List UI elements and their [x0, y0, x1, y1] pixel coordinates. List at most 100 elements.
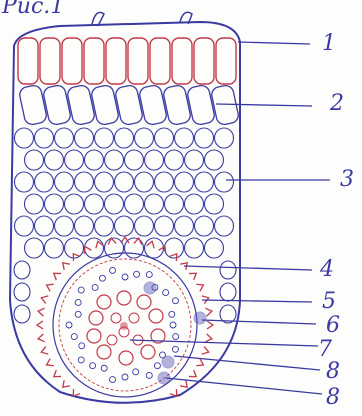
- epidermis-cell: [194, 38, 214, 84]
- cortex-cell: [55, 128, 74, 148]
- exodermis-layer: [18, 84, 239, 126]
- phloem-cell: [110, 377, 116, 383]
- xylem-vessel: [119, 351, 133, 365]
- phloem-cell: [71, 334, 77, 340]
- xylem-vessel: [89, 311, 103, 325]
- endodermis-cell: [45, 281, 54, 291]
- xylem-vessel: [137, 295, 151, 309]
- cortex-cell: [220, 283, 236, 301]
- xylem-vessel: [141, 345, 155, 359]
- cortex-cell: [155, 216, 174, 236]
- phloem-cell: [163, 290, 169, 296]
- phloem-cell: [75, 311, 81, 317]
- callout-number-3: 3: [340, 167, 354, 192]
- leader-line-1: [238, 42, 310, 44]
- xylem-vessel: [129, 313, 139, 323]
- phloem-group: [144, 282, 156, 294]
- leader-line-2: [216, 104, 312, 106]
- epidermis-cell: [40, 38, 60, 84]
- phloem-cell: [172, 298, 178, 304]
- endodermis-cell: [205, 307, 212, 316]
- endodermis-cell: [51, 270, 61, 280]
- endodermis-cell: [205, 334, 212, 343]
- cortex-cell: [65, 194, 84, 214]
- phloem-cell: [92, 284, 98, 290]
- endodermis-cell: [189, 270, 199, 280]
- cortex-cell: [175, 128, 194, 148]
- cortex-cell: [35, 172, 54, 192]
- epidermis-cell: [84, 38, 104, 84]
- phloem-cell: [78, 357, 84, 363]
- endodermis-cell: [180, 260, 190, 270]
- phloem-cell: [90, 363, 96, 369]
- phloem-cell: [146, 372, 152, 378]
- exodermis-cell: [66, 84, 95, 126]
- endodermis-cell: [207, 321, 213, 329]
- callout-number-4: 4: [319, 257, 334, 282]
- xylem-vessel: [87, 329, 101, 343]
- cortex-cell: [25, 194, 44, 214]
- cortex-cell: [65, 150, 84, 170]
- callout-number-2: 2: [329, 91, 344, 116]
- xylem-vessel: [149, 309, 163, 323]
- phloem-cell: [154, 363, 160, 369]
- cortex-cell: [220, 261, 236, 279]
- epidermis-cell: [150, 38, 170, 84]
- central-xylem: [120, 322, 128, 330]
- cortex-cell: [105, 194, 124, 214]
- cortex-cell: [85, 194, 104, 214]
- callout-number-5: 5: [322, 289, 336, 314]
- phloem-cell: [66, 322, 72, 328]
- endodermis-cell: [94, 240, 103, 248]
- cortex-cell: [55, 172, 74, 192]
- exodermis-cell: [162, 84, 191, 126]
- cortex-cell: [14, 305, 30, 323]
- phloem-cell: [146, 272, 152, 278]
- cortex-cell: [185, 238, 204, 258]
- cortex-cell: [95, 172, 114, 192]
- cortex-cell: [185, 194, 204, 214]
- cortex-cell: [135, 128, 154, 148]
- endodermis-cell: [196, 359, 205, 369]
- leader-line-5: [202, 300, 312, 302]
- callout-number-8b: 8: [326, 385, 340, 410]
- xylem-vessel: [97, 345, 111, 359]
- endodermis-cell: [37, 334, 44, 343]
- cortex-cell: [55, 216, 74, 236]
- phloem-group: [162, 356, 174, 368]
- leader-line-4: [184, 266, 312, 270]
- leader-line-8b: [166, 378, 322, 394]
- cortex-cell: [65, 238, 84, 258]
- exodermis-cell: [186, 84, 215, 126]
- exodermis-cell: [114, 84, 143, 126]
- endodermis-cell: [202, 347, 210, 356]
- endodermis-cell: [45, 359, 54, 369]
- cortex-cell: [195, 172, 214, 192]
- cortex-cell: [175, 216, 194, 236]
- endodermis-cell: [189, 370, 199, 380]
- cortex-cell: [75, 216, 94, 236]
- cortex-cell: [25, 238, 44, 258]
- phloem-cell: [101, 365, 107, 371]
- endodermis-cell: [37, 321, 43, 329]
- cortex-cell: [95, 128, 114, 148]
- exodermis-cell: [138, 84, 167, 126]
- phloem-cell: [173, 334, 179, 340]
- endodermis-cell: [40, 347, 48, 356]
- xylem-vessel: [107, 335, 117, 345]
- cortex-cell: [95, 216, 114, 236]
- cortex-cell: [165, 150, 184, 170]
- cortex-cell: [165, 194, 184, 214]
- cortex-cell: [175, 172, 194, 192]
- exodermis-cell: [42, 84, 71, 126]
- cortex-cell: [115, 216, 134, 236]
- endodermis-cell: [60, 260, 70, 270]
- cortex-cell: [14, 261, 30, 279]
- exodermis-cell: [90, 84, 119, 126]
- cortex-cell: [215, 172, 234, 192]
- epidermis-cell: [62, 38, 82, 84]
- cortex-cell: [45, 150, 64, 170]
- cortex-cell: [115, 172, 134, 192]
- callout-number-1: 1: [322, 31, 336, 56]
